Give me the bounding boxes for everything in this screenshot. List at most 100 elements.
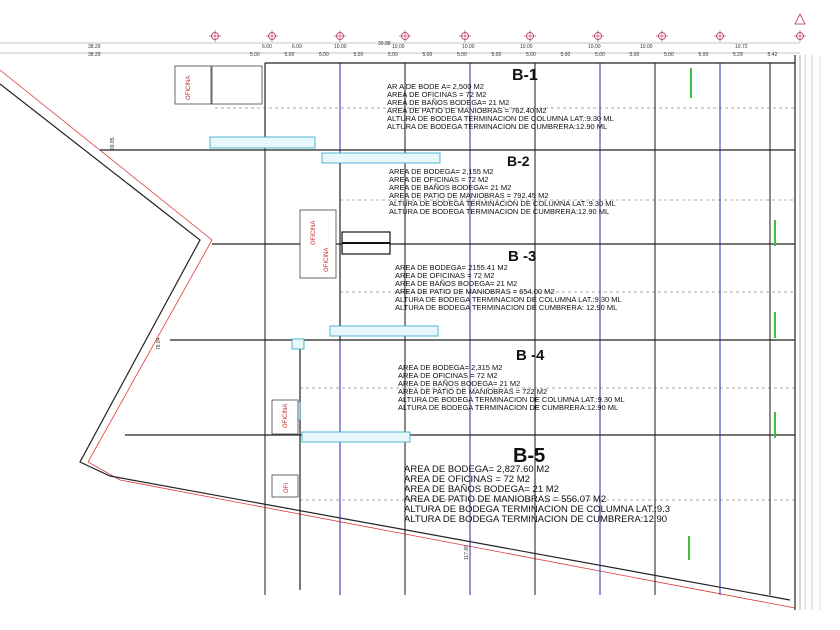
dim-span-label: 5.42 bbox=[768, 52, 778, 58]
dim-left-b: 38.29 bbox=[88, 52, 101, 58]
office-b2 bbox=[299, 209, 337, 279]
bodega-line: AREA DE BAÑOS BODEGA= 21 M2 bbox=[387, 98, 509, 107]
office-blocks: OFICINA OFICINA OFICINA OFICINA OFI bbox=[174, 65, 391, 498]
bodega-line: AREA DE BAÑOS BODEGA= 21 M2 bbox=[404, 484, 559, 495]
dim-span-label: 10.00 bbox=[392, 44, 405, 50]
bodega-line: AREA DE OFICINAS = 72 M2 bbox=[398, 371, 497, 380]
bodega-line: AREA DE BODEGA= 2155.41 M2 bbox=[395, 263, 508, 272]
bodega-line: AREA DE OFICINAS = 72 M2 bbox=[404, 474, 530, 485]
bodega-line: AREA DE OFICINAS = 72 M2 bbox=[389, 175, 488, 184]
bodega-line: ALTURA DE BODEGA TERMINACION DE COLUMNA … bbox=[395, 295, 622, 304]
axis-bubble-icon bbox=[459, 30, 471, 42]
bodega-line: AREA DE BAÑOS BODEGA= 21 M2 bbox=[398, 379, 520, 388]
bodega-line: AREA DE BODEGA= 2,315 M2 bbox=[398, 363, 502, 372]
bodega-line: AREA DE PATIO DE MANIOBRAS = 762.40 M2 bbox=[387, 106, 547, 115]
bodega-title: B -4 bbox=[516, 347, 545, 364]
axis-bubble-icon bbox=[524, 30, 536, 42]
dim-left-a: 38.29 bbox=[88, 44, 101, 50]
office-b4 bbox=[271, 399, 299, 435]
dim-left-mid: 78.84 bbox=[156, 337, 162, 350]
dim-bottom: 117.86 bbox=[464, 545, 470, 560]
dim-span-label: 5.00 bbox=[423, 52, 433, 58]
property-boundary bbox=[0, 55, 821, 610]
bodega-line: ALTURA DE BODEGA TERMINACION DE COLUMNA … bbox=[389, 199, 616, 208]
office-b1 bbox=[174, 65, 212, 105]
bodega-line: AREA DE OFICINAS = 72 M2 bbox=[387, 90, 486, 99]
bodega-b4: B -4 AREA DE BODEGA= 2,315 M2 AREA DE OF… bbox=[398, 347, 625, 412]
bodega-line: ALTURA DE BODEGA TERMINACION DE CUMBRERA… bbox=[387, 122, 607, 131]
grid-axis-markers bbox=[209, 13, 806, 42]
office-label-b2b: OFICINA bbox=[324, 248, 330, 272]
bodega-line: AR A DE BODE A= 2,500 M2 bbox=[387, 82, 484, 91]
dim-span-label: 5.00 bbox=[388, 52, 398, 58]
dim-span-label: 5.00 bbox=[354, 52, 364, 58]
dim-span-label: 5.29 bbox=[733, 52, 743, 58]
dim-spans-row-b: 5.00 5.00 5.00 5.00 5.00 5.00 5.00 5.00 5.00 5.00… bbox=[250, 52, 777, 58]
bodega-blocks: B-1 AR A DE BODE A= 2,500 M2 AREA DE OFI… bbox=[387, 67, 670, 525]
bodega-line: ALTURA DE BODEGA TERMINACION DE COLUMNA … bbox=[387, 114, 614, 123]
bodega-line: AREA DE BAÑOS BODEGA= 21 M2 bbox=[395, 279, 517, 288]
dim-span-label: 10.00 bbox=[588, 44, 601, 50]
dim-span-label: 5.00 bbox=[526, 52, 536, 58]
dim-span-label: 10.00 bbox=[520, 44, 533, 50]
bodega-line: AREA DE BAÑOS BODEGA= 21 M2 bbox=[389, 183, 511, 192]
office-b5 bbox=[271, 474, 299, 498]
bodega-b2: B-2 AREA DE BODEGA= 2,155 M2 AREA DE OFI… bbox=[389, 153, 616, 216]
bodega-line: ALTURA DE BODEGA TERMINACION DE COLUMNA … bbox=[398, 395, 625, 404]
axis-bubble-icon bbox=[334, 30, 346, 42]
bodega-line: AREA DE BODEGA= 2,827.60 M2 bbox=[404, 464, 549, 475]
dim-span-label: 10.72 bbox=[735, 44, 748, 50]
dim-span-label: 5.00 bbox=[319, 52, 329, 58]
bodega-line: ALTURA DE BODEGA TERMINACION DE COLUMNA … bbox=[404, 504, 670, 515]
dim-span-label: 5.00 bbox=[664, 52, 674, 58]
office-label-b1: OFICINA bbox=[186, 76, 192, 100]
north-arrow-icon bbox=[794, 13, 806, 25]
dim-span-label: 5.00 bbox=[561, 52, 571, 58]
office-b1-annex bbox=[211, 65, 263, 105]
dim-span-label: 5.00 bbox=[699, 52, 709, 58]
bodega-line: AREA DE PATIO DE MANIOBRAS = 792.45 M2 bbox=[389, 191, 549, 200]
bodega-b1: B-1 AR A DE BODE A= 2,500 M2 AREA DE OFI… bbox=[387, 67, 614, 131]
bodega-line: AREA DE PATIO DE MANIOBRAS = 556.07 M2 bbox=[404, 494, 606, 505]
dim-span-label: 5.00 bbox=[630, 52, 640, 58]
axis-bubble-icon bbox=[794, 30, 806, 42]
dim-span-label: 10.00 bbox=[334, 44, 347, 50]
bodega-line: AREA DE PATIO DE MANIOBRAS = 722 M2 bbox=[398, 387, 547, 396]
dim-left-upper: 69.85 bbox=[110, 137, 116, 150]
axis-bubble-icon bbox=[209, 30, 221, 42]
dim-span-label: 5.00 bbox=[595, 52, 605, 58]
axis-bubble-icon bbox=[714, 30, 726, 42]
axis-bubble-icon bbox=[399, 30, 411, 42]
dim-span-label: 5.00 bbox=[492, 52, 502, 58]
axis-bubble-icon bbox=[266, 30, 278, 42]
bodega-line: ALTURA DE BODEGA TERMINACION DE CUMBRERA… bbox=[398, 403, 618, 412]
dim-span-label: 10.00 bbox=[640, 44, 653, 50]
bodega-b3: B -3 AREA DE BODEGA= 2155.41 M2 AREA DE … bbox=[395, 248, 622, 312]
dim-span-label: 5.00 bbox=[285, 52, 295, 58]
bodega-line: AREA DE BODEGA= 2,155 M2 bbox=[389, 167, 493, 176]
dim-overall: 30.88 bbox=[378, 41, 391, 47]
bodega-line: ALTURA DE BODEGA TERMINACION DE CUMBRERA… bbox=[389, 207, 609, 216]
office-label-b4: OFICINA bbox=[283, 404, 289, 428]
dim-span-label: 5.00 bbox=[250, 52, 260, 58]
dim-span-label: 6.00 bbox=[262, 44, 272, 50]
structural-grid-columns bbox=[264, 63, 771, 595]
dim-span-label: 5.00 bbox=[457, 52, 467, 58]
bay-divisions bbox=[100, 62, 795, 590]
bodega-b5: B-5 AREA DE BODEGA= 2,827.60 M2 AREA DE … bbox=[404, 445, 670, 525]
office-label-b5: OFI bbox=[284, 483, 290, 493]
bodega-line: AREA DE PATIO DE MANIOBRAS = 654.00 M2 bbox=[395, 287, 555, 296]
office-label-b2a: OFICINA bbox=[311, 221, 317, 245]
bodega-title: B-1 bbox=[512, 67, 538, 84]
axis-bubble-icon bbox=[592, 30, 604, 42]
bodega-title: B-2 bbox=[507, 153, 530, 169]
dim-span-label: 10.00 bbox=[462, 44, 475, 50]
axis-bubble-icon bbox=[656, 30, 668, 42]
bodega-title: B -3 bbox=[508, 248, 536, 265]
bodega-line: ALTURA DE BODEGA TERMINACION DE CUMBRERA… bbox=[404, 514, 667, 525]
green-markers bbox=[688, 68, 776, 560]
bodega-line: AREA DE OFICINAS = 72 M2 bbox=[395, 271, 494, 280]
